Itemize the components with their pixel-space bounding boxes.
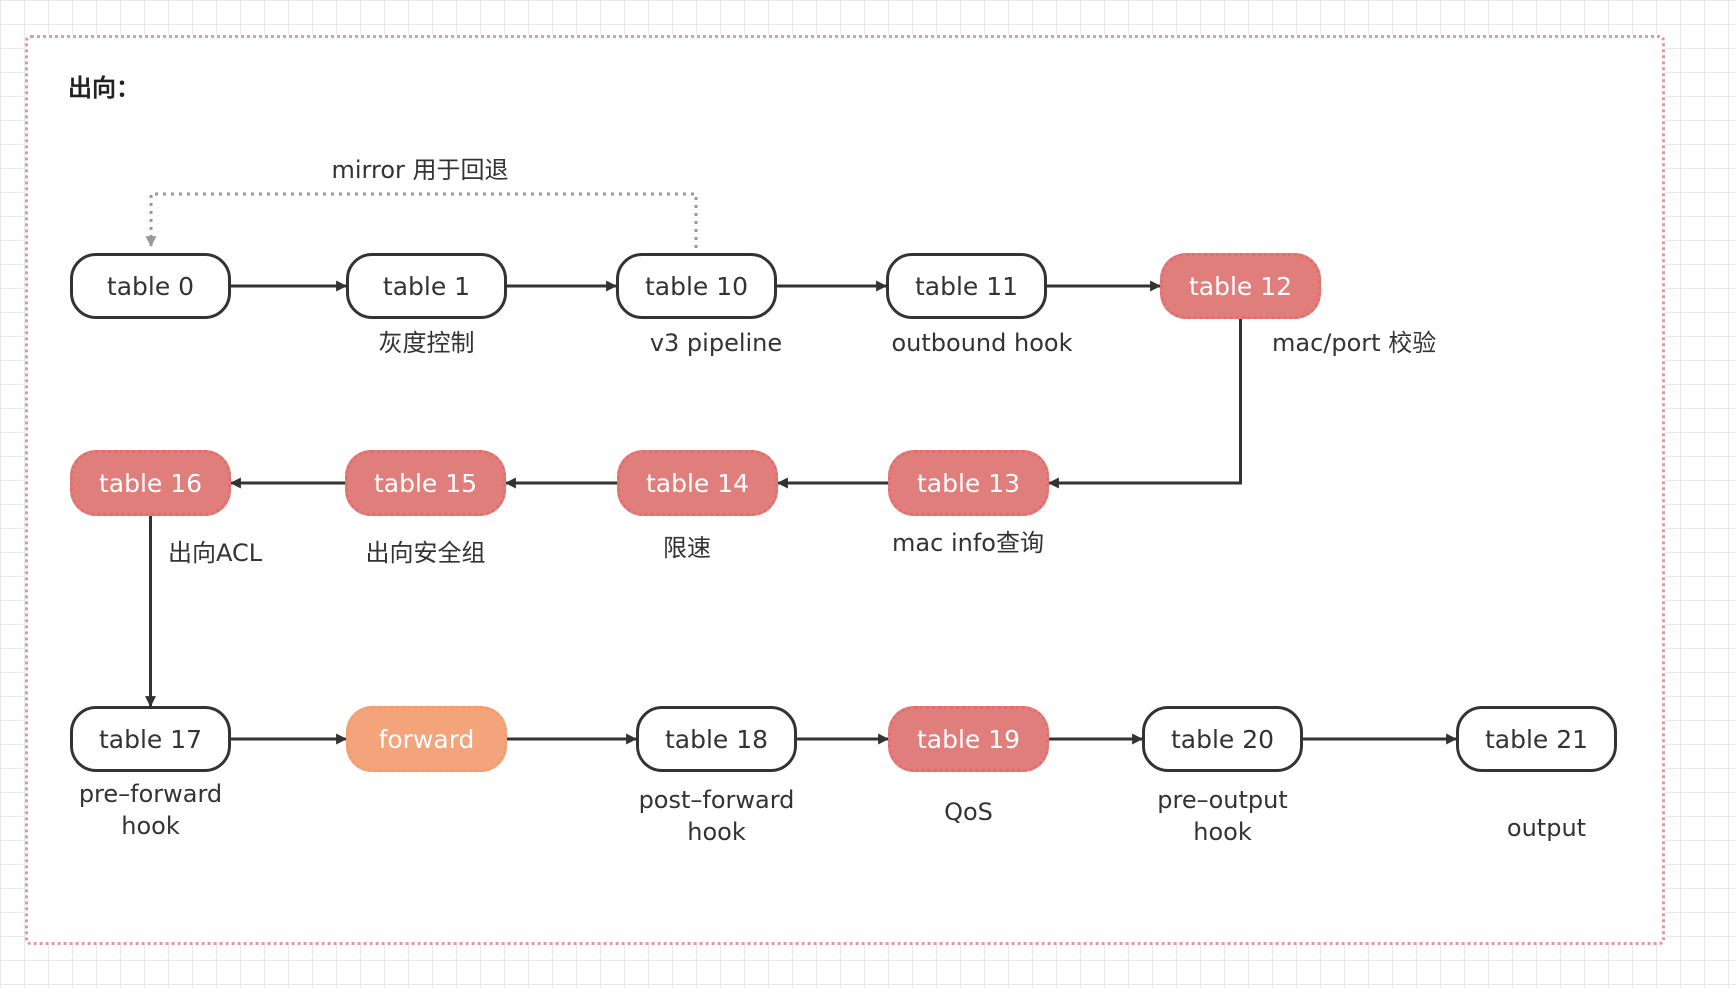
page-title: 出向： [68,74,140,102]
node-table-18: table 18 [636,706,797,772]
mirror-arrow [145,192,698,248]
node-forward: forward [346,706,507,772]
mirror-label: mirror 用于回退 [331,156,509,184]
node-table-0: table 0 [70,253,231,319]
node-table-17: table 17 [70,706,231,772]
node-table-13: table 13 [888,450,1049,516]
node-table-20: table 20 [1142,706,1303,772]
node-table-12: table 12 [1160,253,1321,319]
desc-table-17: pre–forward hook [78,780,223,840]
desc-table-18: post–forward hook [638,786,795,846]
desc-table-20: pre–output hook [1157,786,1288,846]
node-table-21: table 21 [1456,706,1617,772]
node-table-14: table 14 [617,450,778,516]
node-table-15: table 15 [345,450,506,516]
node-table-10: table 10 [616,253,777,319]
arrow-table-12-to-table-13 [1047,319,1242,489]
node-table-19: table 19 [888,706,1049,772]
node-table-1: table 1 [346,253,507,319]
desc-table-19: QoS [944,798,993,826]
desc-table-10: v3 pipeline [649,329,783,357]
desc-table-1: 灰度控制 [378,329,475,357]
desc-table-15: 出向安全组 [365,539,486,567]
desc-table-21: output [1506,814,1587,842]
desc-table-12: mac/port 校验 [1272,329,1437,357]
desc-table-13: mac info查询 [892,529,1044,557]
diagram-frame [25,35,1665,945]
desc-table-11: outbound hook [891,329,1073,357]
desc-table-14: 限速 [663,534,711,562]
node-table-11: table 11 [886,253,1047,319]
node-table-16: table 16 [70,450,231,516]
desc-table-16: 出向ACL [168,539,263,567]
